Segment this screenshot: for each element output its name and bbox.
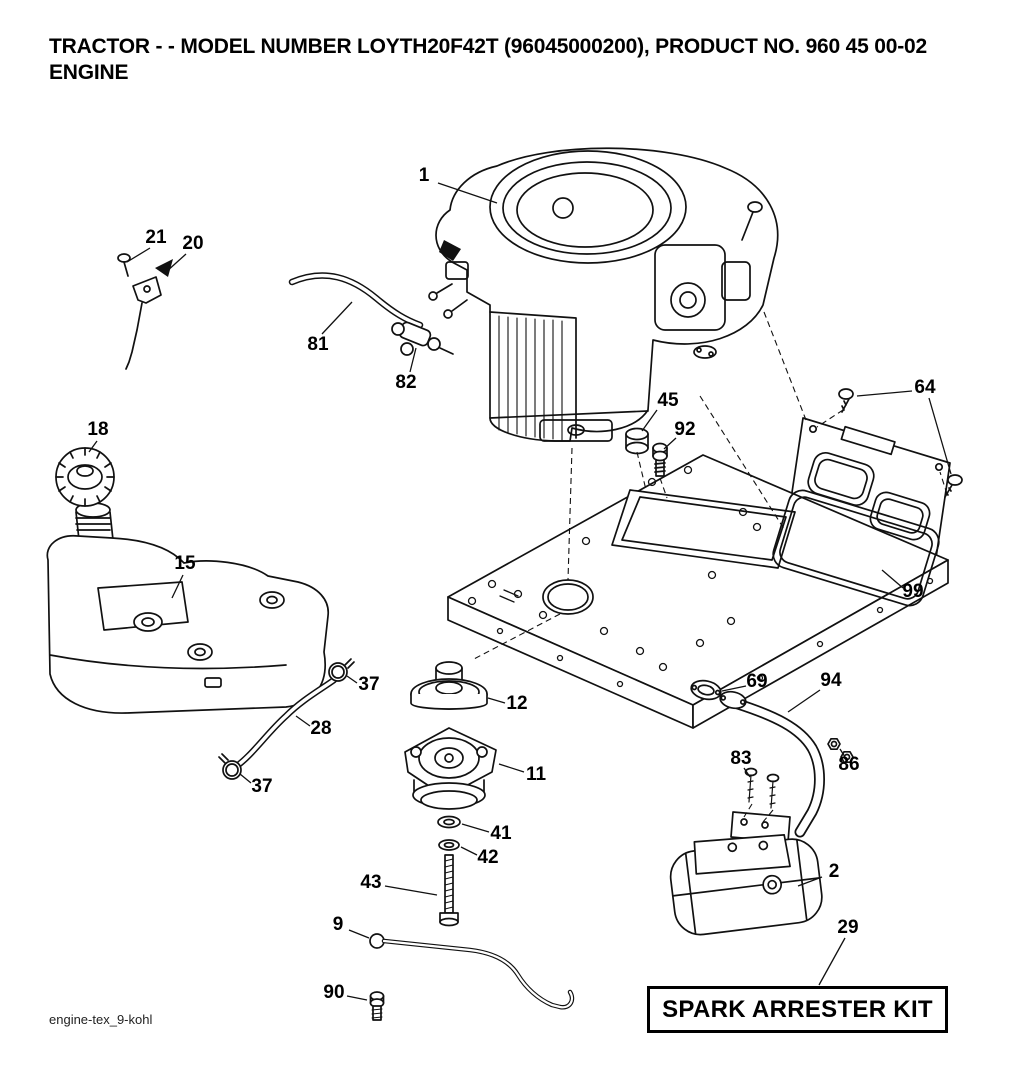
guide-rod — [369, 933, 575, 1010]
hose-clamp-lower — [218, 753, 242, 780]
engine-mount-pulley — [410, 661, 488, 710]
callout-86: 86 — [838, 754, 860, 775]
callout-15: 15 — [174, 553, 196, 574]
callout-83: 83 — [730, 748, 752, 769]
drawing-code: engine-tex_9-kohl — [49, 1012, 153, 1027]
title-line-2: ENGINE — [49, 61, 129, 85]
callout-43: 43 — [360, 872, 382, 893]
callout-11: 11 — [525, 764, 547, 785]
page-title: TRACTOR - - MODEL NUMBER LOYTH20F42T (96… — [49, 34, 989, 87]
callout-90: 90 — [323, 982, 345, 1003]
callout-94: 94 — [820, 670, 842, 691]
muffler — [669, 834, 823, 936]
callout-2: 2 — [828, 861, 840, 882]
callout-81: 81 — [307, 334, 329, 355]
spark-arrester-kit-box: SPARK ARRESTER KIT — [647, 986, 948, 1033]
spark-arrester-kit-label: SPARK ARRESTER KIT — [662, 995, 933, 1023]
bolt-90 — [369, 991, 385, 1021]
choke-control-bracket — [117, 253, 173, 370]
washer-41 — [437, 815, 461, 829]
callout-29: 29 — [837, 917, 859, 938]
callout-28: 28 — [310, 718, 332, 739]
callout-37: 37 — [251, 776, 273, 797]
fuel-cap — [55, 447, 115, 507]
callout-82: 82 — [395, 372, 417, 393]
title-line-1: TRACTOR - - MODEL NUMBER LOYTH20F42T (96… — [49, 35, 927, 58]
fuel-tank — [46, 502, 329, 714]
callout-12: 12 — [506, 693, 528, 714]
callout-99: 99 — [902, 581, 924, 602]
bolt-43 — [439, 854, 459, 927]
exhaust-pipe — [719, 690, 825, 838]
fuel-hose-upper — [288, 272, 424, 329]
shield-bolt-a — [838, 388, 854, 413]
callout-45: 45 — [657, 390, 679, 411]
engine-assembly — [428, 147, 779, 442]
hose-clamp-upper — [328, 658, 355, 682]
callout-37: 37 — [358, 674, 380, 695]
callout-1: 1 — [418, 165, 430, 186]
washer-42 — [438, 839, 460, 851]
muffler-bolt-b — [766, 773, 780, 809]
exhaust-gasket — [690, 679, 722, 701]
callout-64: 64 — [914, 377, 936, 398]
clutch-assembly — [404, 727, 497, 810]
callout-20: 20 — [182, 233, 204, 254]
callout-69: 69 — [746, 671, 768, 692]
callout-18: 18 — [87, 419, 109, 440]
callout-42: 42 — [477, 847, 499, 868]
callout-92: 92 — [674, 419, 696, 440]
flange-nut-a — [827, 737, 841, 751]
callout-21: 21 — [145, 227, 167, 248]
callout-9: 9 — [332, 914, 344, 935]
callout-41: 41 — [490, 823, 512, 844]
shield-bolt-b — [944, 474, 963, 498]
fuel-line-lower — [230, 676, 338, 772]
